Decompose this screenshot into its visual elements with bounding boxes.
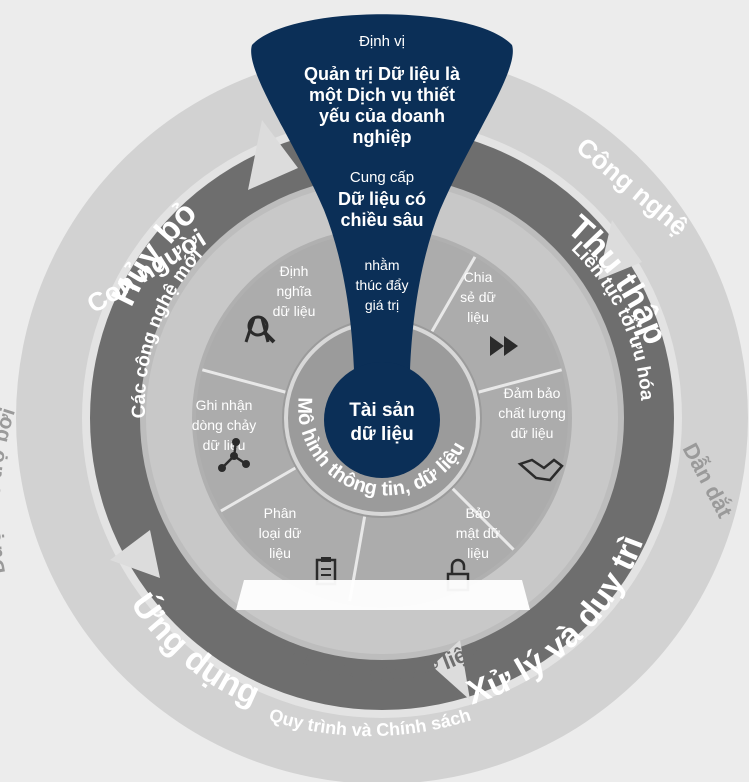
positioning-line: một Dịch vụ thiết	[309, 85, 455, 105]
sector-label-line: liệu	[269, 545, 291, 561]
sector-label-line: nghĩa	[276, 283, 311, 299]
sector-label-line: chất lượng	[498, 405, 566, 421]
sector-label-line: liệu	[467, 545, 489, 561]
sector-divider	[478, 368, 563, 394]
metadata-label-plate	[236, 580, 530, 610]
sector-label-line: dữ liệu	[511, 425, 554, 441]
core-title: Tài sản dữ liệu	[349, 400, 414, 445]
arrow-separator-top-left	[248, 120, 298, 190]
provide-label: Cung cấp	[350, 169, 414, 186]
magnifier-compass-icon	[244, 315, 276, 344]
sector-label-line: liệu	[467, 309, 489, 325]
fast-forward-icon	[490, 336, 518, 356]
sector-divider	[201, 368, 286, 394]
positioning-line: yếu của doanh	[319, 106, 445, 126]
arrow-separator-bottom-left	[110, 530, 160, 578]
sector-divider	[430, 256, 477, 333]
sector-divider	[220, 466, 297, 513]
sector-item: Chia sẻ dữ liệu	[460, 269, 518, 356]
sector-label-line: Bảo	[466, 505, 491, 521]
positioning-line: Quản trị Dữ liệu là	[304, 64, 461, 84]
core-circle	[324, 362, 440, 478]
sector-label-line: mật dữ	[456, 525, 500, 541]
sector-label-line: loại dữ	[259, 525, 302, 541]
network-nodes-icon	[218, 438, 250, 472]
sector-item: Định nghĩa dữ liệu	[244, 263, 316, 344]
sector-label-line: Định	[280, 263, 309, 279]
core-line: Tài sản	[349, 400, 414, 421]
arrow-separator-bottom-right	[432, 640, 470, 700]
arrow-separator-top-right	[598, 220, 642, 280]
sector-label-line: dòng chảy	[192, 417, 257, 433]
sector-label-line: Đảm bảo	[504, 385, 561, 401]
sector-item: Đảm bảo chất lượng dữ liệu	[498, 385, 566, 482]
purpose-line: thúc đẩy	[356, 277, 409, 293]
provide-line: chiều sâu	[340, 210, 423, 230]
core-line: dữ liệu	[350, 424, 413, 445]
sector-label-line: Ghi nhận	[196, 397, 253, 413]
sector-label-line: dữ liệu	[273, 303, 316, 319]
purpose-line: giá trị	[365, 297, 399, 313]
positioning-label: Định vị	[359, 33, 405, 50]
provide-line: Dữ liệu có	[338, 189, 426, 209]
handshake-icon	[517, 458, 564, 482]
sector-label-line: Chia	[464, 269, 493, 285]
sector-label-line: sẻ dữ	[460, 289, 496, 305]
purpose-statement: nhằm thúc đẩy giá trị	[356, 257, 409, 313]
purpose-line: nhằm	[364, 257, 399, 273]
sector-divider	[451, 487, 515, 551]
sector-label-line: Phân	[264, 505, 297, 521]
funnel-shape	[251, 14, 513, 370]
sector-item: Phân loại dữ liệu	[259, 505, 337, 586]
positioning-line: nghiệp	[353, 127, 412, 147]
